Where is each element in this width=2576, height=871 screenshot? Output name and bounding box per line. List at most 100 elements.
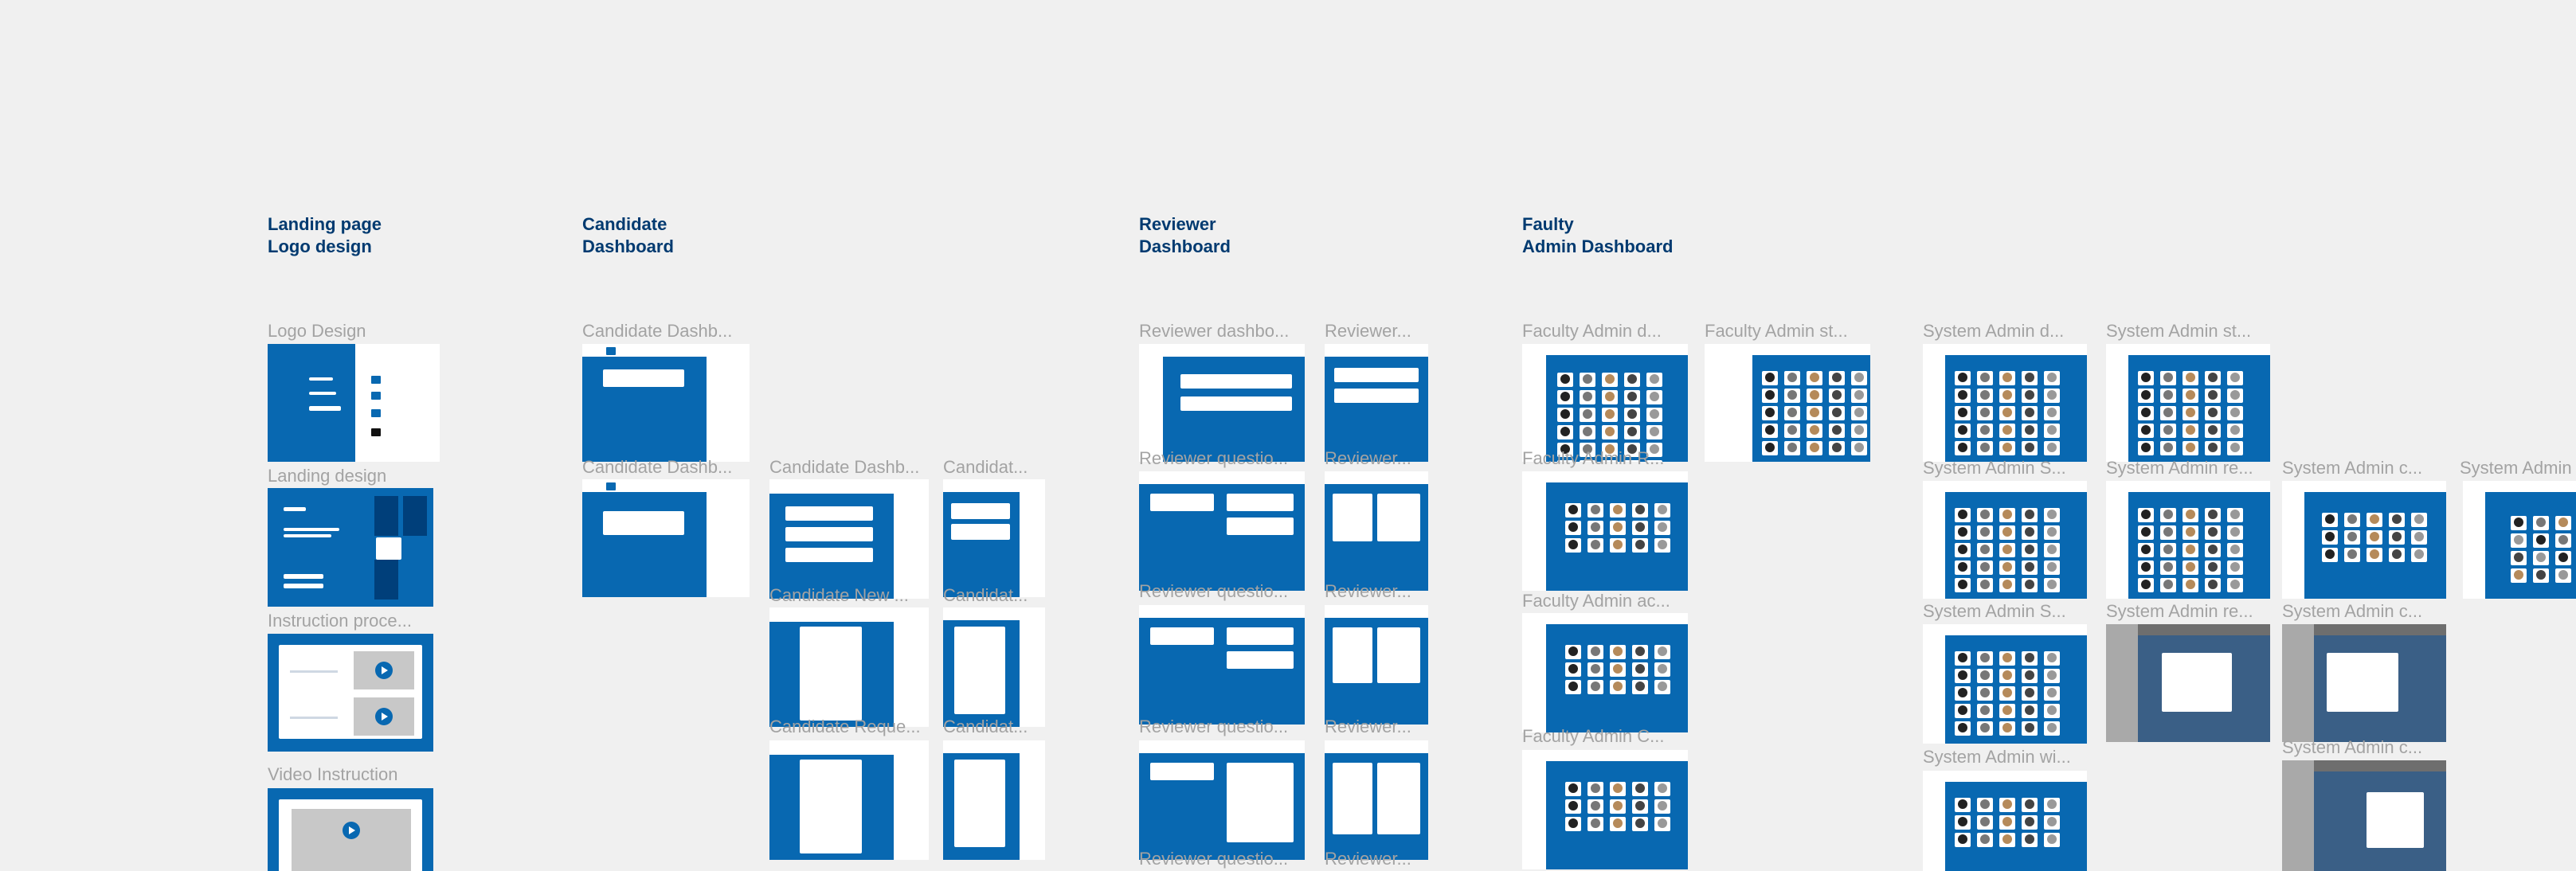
avatar-thumb: [1587, 799, 1603, 814]
frame-reviewer-question-3[interactable]: [1139, 740, 1305, 860]
frame-candidate-new[interactable]: [769, 607, 929, 727]
avatar-thumb: [2183, 389, 2198, 403]
avatar-thumb: [1624, 425, 1640, 439]
avatar-thumb: [2183, 578, 2198, 592]
frame-system-admin-wi[interactable]: [1923, 771, 2087, 871]
frame-reviewer-4[interactable]: [1325, 740, 1428, 860]
frame-system-admin-re2[interactable]: [2106, 624, 2270, 742]
frame-label-system-admin-edge: System Admin: [2460, 458, 2572, 478]
avatar-thumb: [1955, 833, 1971, 847]
frame-candidate-dash-1[interactable]: [582, 344, 750, 462]
avatar-thumb: [1999, 686, 2015, 701]
frame-label-candidate-dash-3: Candidate Dashb...: [769, 457, 920, 477]
avatar-thumb: [2389, 548, 2405, 562]
frame-reviewer-dashboard[interactable]: [1139, 344, 1305, 462]
avatar-thumb: [2227, 578, 2243, 592]
frame-label-reviewer-4: Reviewer...: [1325, 717, 1411, 736]
avatar-thumb: [1762, 389, 1778, 403]
frame-candidate-dash-3[interactable]: [769, 479, 929, 599]
frame-reviewer-2[interactable]: [1325, 471, 1428, 591]
frame-system-admin-s2[interactable]: [1923, 624, 2087, 744]
avatar-thumb: [2044, 508, 2060, 522]
avatar-thumb: [1829, 406, 1845, 420]
avatar-thumb: [1632, 680, 1648, 694]
avatar-thumb: [2044, 651, 2060, 666]
frame-system-admin-c3[interactable]: [2282, 760, 2446, 871]
frame-faculty-admin-st[interactable]: [1705, 344, 1870, 462]
avatar-thumb: [1557, 443, 1573, 457]
frame-faculty-admin-c[interactable]: [1522, 750, 1688, 869]
frame-label-candidate-5: Candidat...: [943, 585, 1028, 605]
avatar-thumb: [1624, 460, 1640, 462]
avatar-thumb: [1557, 373, 1573, 387]
frame-system-admin-c2[interactable]: [2282, 624, 2446, 742]
avatar-thumb: [1557, 460, 1573, 462]
frame-faculty-admin-r[interactable]: [1522, 471, 1688, 591]
avatar-thumb: [1807, 406, 1822, 420]
avatar-thumb: [2227, 371, 2243, 385]
avatar-thumb: [2022, 798, 2038, 812]
avatar-thumb: [1654, 645, 1670, 659]
avatar-thumb: [1807, 389, 1822, 403]
frame-label-system-admin-re2: System Admin re...: [2106, 601, 2253, 621]
frame-instruction-process[interactable]: [268, 634, 433, 752]
avatar-thumb: [1955, 798, 1971, 812]
frame-candidate-5[interactable]: [943, 607, 1045, 727]
avatar-thumb: [2511, 533, 2527, 548]
avatar-thumb: [1955, 508, 1971, 522]
frame-label-candidate-request: Candidate Reque...: [769, 717, 921, 736]
avatar-thumb: [2044, 721, 2060, 736]
avatar-thumb: [1999, 389, 2015, 403]
avatar-thumb: [1587, 645, 1603, 659]
frame-label-candidate-6: Candidat...: [943, 717, 1028, 736]
frame-faculty-admin-ac[interactable]: [1522, 613, 1688, 732]
frame-landing-design[interactable]: [268, 488, 433, 607]
frame-candidate-dash-4[interactable]: [943, 479, 1045, 597]
frame-logo-design[interactable]: [268, 344, 440, 462]
frame-reviewer-question-1[interactable]: [1139, 471, 1305, 591]
frame-system-admin-d[interactable]: [1923, 344, 2087, 462]
frame-system-admin-s1[interactable]: [1923, 481, 2087, 599]
avatar-thumb: [2138, 441, 2154, 455]
avatar-thumb: [1784, 424, 1800, 438]
frame-reviewer-1[interactable]: [1325, 344, 1428, 462]
avatar-thumb: [1977, 441, 1993, 455]
avatar-thumb: [1955, 525, 1971, 540]
avatar-thumb: [2160, 508, 2176, 522]
frame-candidate-dash-2[interactable]: [582, 479, 750, 597]
frame-reviewer-question-2[interactable]: [1139, 605, 1305, 725]
frame-label-system-admin-c3: System Admin c...: [2282, 737, 2423, 757]
frame-label-reviewer-2: Reviewer...: [1325, 448, 1411, 468]
avatar-thumb: [2022, 704, 2038, 718]
avatar-thumb: [1587, 521, 1603, 535]
frame-candidate-6[interactable]: [943, 740, 1045, 860]
frame-system-admin-re1[interactable]: [2106, 481, 2270, 599]
avatar-thumb: [2511, 551, 2527, 565]
section-title-reviewer: Reviewer Dashboard: [1139, 214, 1231, 256]
frame-system-admin-st[interactable]: [2106, 344, 2270, 462]
avatar-thumb: [2138, 371, 2154, 385]
avatar-thumb: [1610, 521, 1626, 535]
avatar-thumb: [2205, 371, 2221, 385]
avatar-thumb: [2227, 441, 2243, 455]
avatar-thumb: [2322, 530, 2338, 545]
frame-faculty-admin-d[interactable]: [1522, 344, 1688, 462]
frame-candidate-request[interactable]: [769, 740, 929, 860]
avatar-thumb: [2344, 530, 2360, 545]
frame-system-admin-c1[interactable]: [2282, 481, 2446, 599]
frame-system-admin-edge[interactable]: [2463, 481, 2576, 599]
avatar-thumb: [1762, 371, 1778, 385]
avatar-thumb: [1610, 782, 1626, 796]
avatar-thumb: [2022, 578, 2038, 592]
avatar-thumb: [1557, 390, 1573, 404]
avatar-thumb: [1784, 371, 1800, 385]
frame-reviewer-3[interactable]: [1325, 605, 1428, 725]
avatar-thumb: [1565, 782, 1581, 796]
avatar-thumb: [2044, 815, 2060, 830]
avatar-thumb: [1807, 441, 1822, 455]
avatar-thumb: [1999, 704, 2015, 718]
avatar-thumb: [1587, 538, 1603, 553]
frame-video-instruction[interactable]: [268, 788, 433, 871]
avatar-thumb: [1624, 390, 1640, 404]
avatar-thumb: [1610, 645, 1626, 659]
